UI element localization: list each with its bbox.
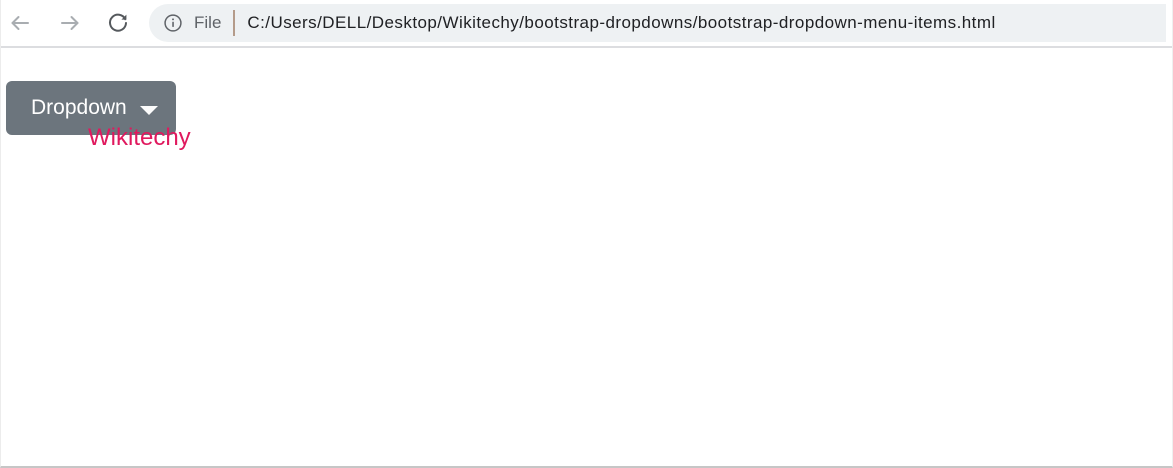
reload-button[interactable] [101,6,135,40]
caret-down-icon [139,105,158,115]
back-button[interactable] [3,6,37,40]
reload-icon [106,11,130,35]
dropdown-menu-item-wikitechy[interactable]: Wikitechy [88,124,191,151]
url-separator [233,10,236,36]
back-arrow-icon [8,11,32,35]
url-scheme-label: File [194,13,222,32]
forward-button[interactable] [53,6,87,40]
page-info-icon[interactable] [163,13,183,33]
browser-toolbar: File C:/Users/DELL/Desktop/Wikitechy/boo… [1,0,1172,48]
dropdown-toggle-button[interactable]: Dropdown [6,81,176,135]
page-content: Dropdown Wikitechy [1,48,1172,464]
dropdown-button-label: Dropdown [31,96,127,119]
url-text: C:/Users/DELL/Desktop/Wikitechy/bootstra… [247,13,996,32]
address-bar[interactable]: File C:/Users/DELL/Desktop/Wikitechy/boo… [149,4,1166,42]
forward-arrow-icon [58,11,82,35]
